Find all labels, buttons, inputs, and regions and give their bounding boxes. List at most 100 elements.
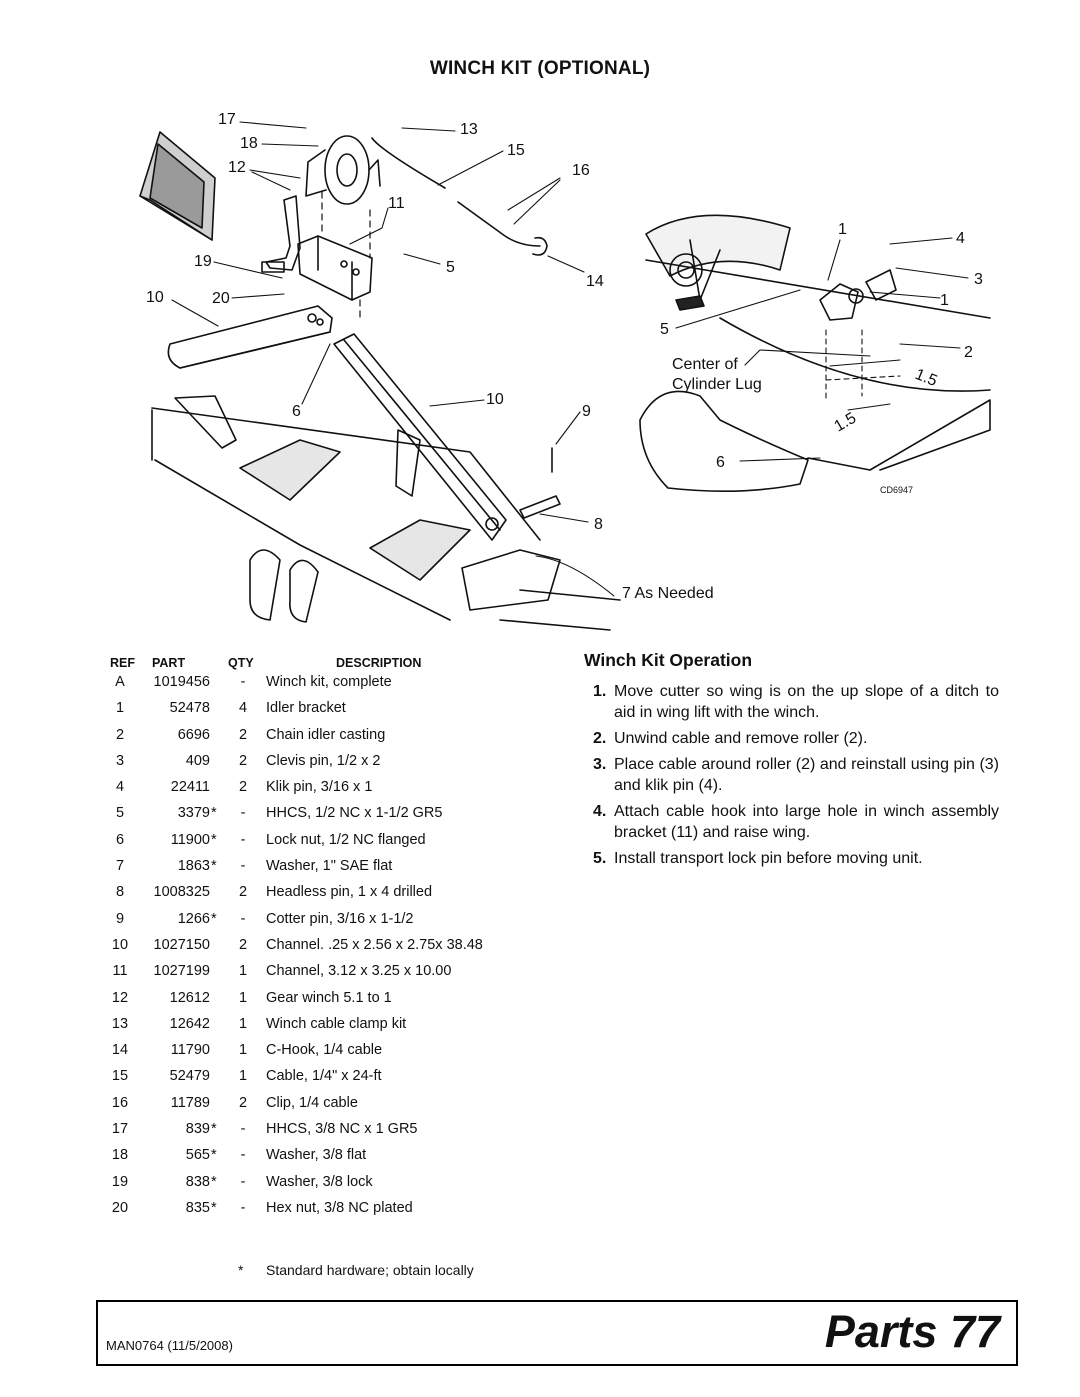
row-qty: - (240, 805, 246, 822)
row-description: Channel, 3.12 x 3.25 x 10.00 (266, 963, 452, 980)
row-part: 1863 (177, 858, 210, 875)
row-description: Hex nut, 3/8 NC plated (266, 1199, 413, 1216)
detail-callout-3: 3 (974, 271, 983, 288)
detail-callout-1: 1 (838, 221, 847, 238)
row-qty: - (240, 1199, 246, 1216)
row-part: 838 (185, 1173, 210, 1190)
row-ref: 1 (115, 700, 125, 717)
row-description: Lock nut, 1/2 NC flanged (266, 831, 426, 848)
row-description: HHCS, 1/2 NC x 1-1/2 GR5 (266, 805, 443, 822)
row-description: Winch cable clamp kit (266, 1015, 407, 1032)
row-ref: 16 (111, 1094, 129, 1111)
callout-17: 17 (218, 111, 236, 128)
row-star: * (211, 1199, 217, 1216)
row-description: Clip, 1/4 cable (266, 1094, 358, 1111)
row-part: 52478 (169, 700, 210, 717)
row-description: Chain idler casting (266, 726, 386, 743)
row-ref: 17 (111, 1121, 129, 1138)
row-qty: 1 (238, 1015, 248, 1032)
row-part: 835 (185, 1199, 210, 1216)
header-part: PART (152, 656, 186, 670)
row-ref: 2 (115, 726, 125, 743)
row-star: * (211, 831, 217, 848)
callout-6: 6 (292, 403, 301, 420)
row-qty: 1 (238, 963, 248, 980)
row-description: Clevis pin, 1/2 x 2 (266, 752, 381, 769)
detail-callout-1b: 1 (940, 292, 949, 309)
row-ref: 15 (111, 1068, 129, 1085)
row-qty: - (240, 831, 246, 848)
row-part: 1027150 (153, 936, 210, 953)
row-star: * (211, 858, 217, 875)
row-part: 839 (185, 1121, 210, 1138)
dimension-1-5-lower: 1.5 (832, 410, 860, 436)
row-description: Washer, 1" SAE flat (266, 858, 393, 875)
row-part: 1008325 (153, 884, 210, 901)
step-number: 3. (593, 756, 607, 773)
row-ref: 19 (111, 1173, 129, 1190)
figure-code: CD6947 (880, 485, 913, 495)
step-item: 1.Move cutter so wing is on the up slope… (584, 681, 999, 723)
channel-diagonal-drawing (333, 333, 507, 541)
page-footer: MAN0764 (11/5/2008) Parts 77 (96, 1300, 1018, 1366)
page-title: WINCH KIT (OPTIONAL) (429, 58, 651, 79)
row-ref: 6 (115, 831, 125, 848)
row-ref: A (115, 674, 125, 690)
step-text: Move cutter so wing is on the up slope o… (614, 683, 999, 721)
row-description: Winch kit, complete (266, 674, 392, 690)
callout-12: 12 (228, 159, 246, 176)
callout-10b: 10 (486, 391, 504, 408)
row-ref: 18 (111, 1147, 129, 1164)
manual-id: MAN0764 (11/5/2008) (106, 1338, 233, 1353)
row-part: 1027199 (153, 963, 210, 980)
parts-table-header: REF PART QTY DESCRIPTION (110, 656, 530, 674)
header-ref: REF (110, 656, 135, 670)
smv-sign-drawing (139, 131, 216, 241)
row-ref: 11 (112, 963, 128, 980)
row-description: Headless pin, 1 x 4 drilled (266, 884, 433, 901)
callout-8: 8 (594, 516, 603, 533)
table-row: 20 835* - Hex nut, 3/8 NC plated (110, 1200, 530, 1226)
row-description: Cable, 1/4" x 24-ft (266, 1068, 382, 1085)
callout-19: 19 (194, 253, 212, 270)
detail-view-drawing (639, 214, 991, 492)
row-part: 52479 (169, 1068, 210, 1085)
bracket-drawing (297, 235, 373, 301)
row-ref: 20 (111, 1199, 129, 1216)
row-part: 22411 (170, 779, 210, 796)
row-part: 1019456 (153, 674, 210, 690)
row-qty: 2 (238, 884, 248, 901)
row-qty: 1 (238, 989, 248, 1006)
step-number: 5. (593, 850, 607, 867)
step-text: Install transport lock pin before moving… (614, 850, 923, 867)
row-description: Idler bracket (266, 700, 346, 717)
mower-deck-drawing (151, 395, 621, 631)
callout-18: 18 (240, 135, 258, 152)
row-qty: - (240, 1121, 246, 1138)
callout-9: 9 (582, 403, 591, 420)
channel-upper-drawing (167, 305, 333, 369)
callout-20: 20 (212, 290, 230, 307)
row-qty: - (240, 910, 246, 927)
table-row: 11 1027199 1 Channel, 3.12 x 3.25 x 10.00 (110, 963, 530, 989)
row-description: Channel. .25 x 2.56 x 2.75x 38.48 (266, 936, 483, 953)
row-part: 409 (185, 752, 210, 769)
row-star: * (211, 1147, 217, 1164)
row-qty: 2 (238, 1094, 248, 1111)
row-part: 12612 (169, 989, 210, 1006)
row-ref: 14 (111, 1042, 129, 1059)
callout-13: 13 (460, 121, 478, 138)
